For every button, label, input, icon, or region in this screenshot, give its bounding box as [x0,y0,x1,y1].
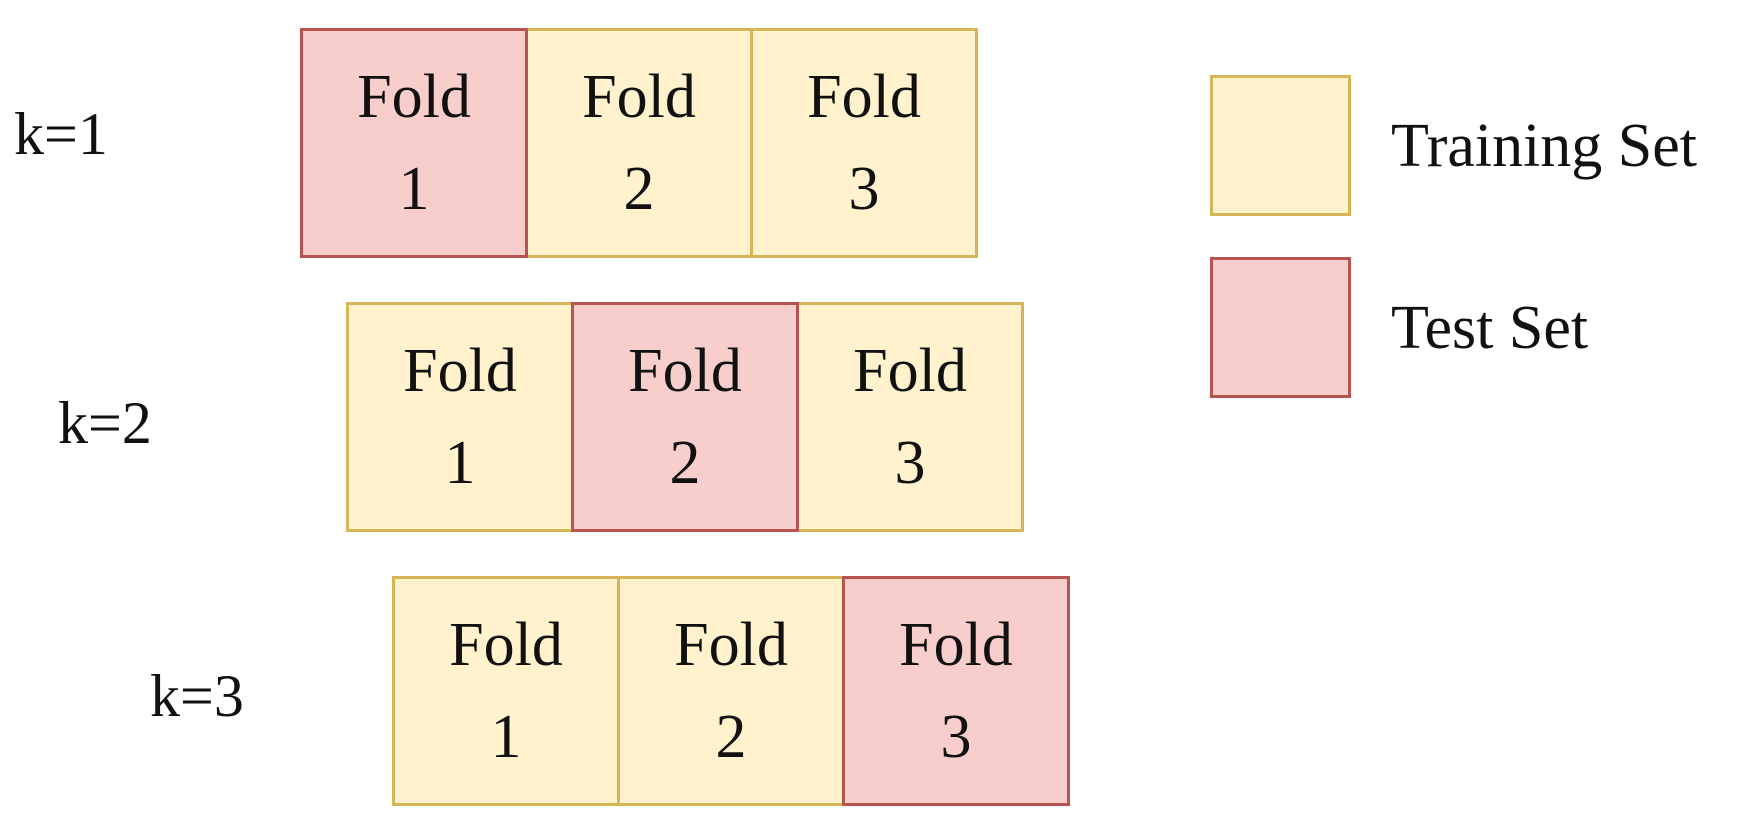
fold-box-1: Fold 1 [300,28,528,258]
fold-row-k2: Fold 1 Fold 2 Fold 3 [346,302,1024,532]
fold-word: Fold [807,63,921,131]
fold-number: 3 [894,429,926,497]
fold-number: 2 [715,703,747,771]
fold-word: Fold [449,611,563,679]
fold-number: 1 [398,155,430,223]
fold-box-3: Fold 3 [750,28,978,258]
row-label-k3: k=3 [150,663,244,729]
fold-number: 1 [444,429,476,497]
fold-word: Fold [403,337,517,405]
fold-number: 1 [490,703,522,771]
fold-box-3: Fold 3 [842,576,1070,806]
fold-word: Fold [357,63,471,131]
fold-box-2: Fold 2 [617,576,845,806]
fold-number: 2 [669,429,701,497]
fold-box-3: Fold 3 [796,302,1024,532]
fold-box-1: Fold 1 [346,302,574,532]
fold-word: Fold [899,611,1013,679]
legend-test: Test Set [1210,257,1588,398]
row-label-k2: k=2 [58,390,152,456]
fold-box-1: Fold 1 [392,576,620,806]
legend-test-label: Test Set [1391,293,1589,362]
fold-number: 2 [623,155,655,223]
fold-number: 3 [940,703,972,771]
legend-training-label: Training Set [1391,111,1698,180]
fold-word: Fold [674,611,788,679]
fold-word: Fold [582,63,696,131]
fold-word: Fold [628,337,742,405]
fold-box-2: Fold 2 [525,28,753,258]
fold-row-k1: Fold 1 Fold 2 Fold 3 [300,28,978,258]
fold-number: 3 [848,155,880,223]
training-swatch [1210,75,1351,216]
fold-box-2: Fold 2 [571,302,799,532]
fold-word: Fold [853,337,967,405]
test-swatch [1210,257,1351,398]
fold-row-k3: Fold 1 Fold 2 Fold 3 [392,576,1070,806]
row-label-k1: k=1 [14,101,108,167]
legend-training: Training Set [1210,75,1697,216]
